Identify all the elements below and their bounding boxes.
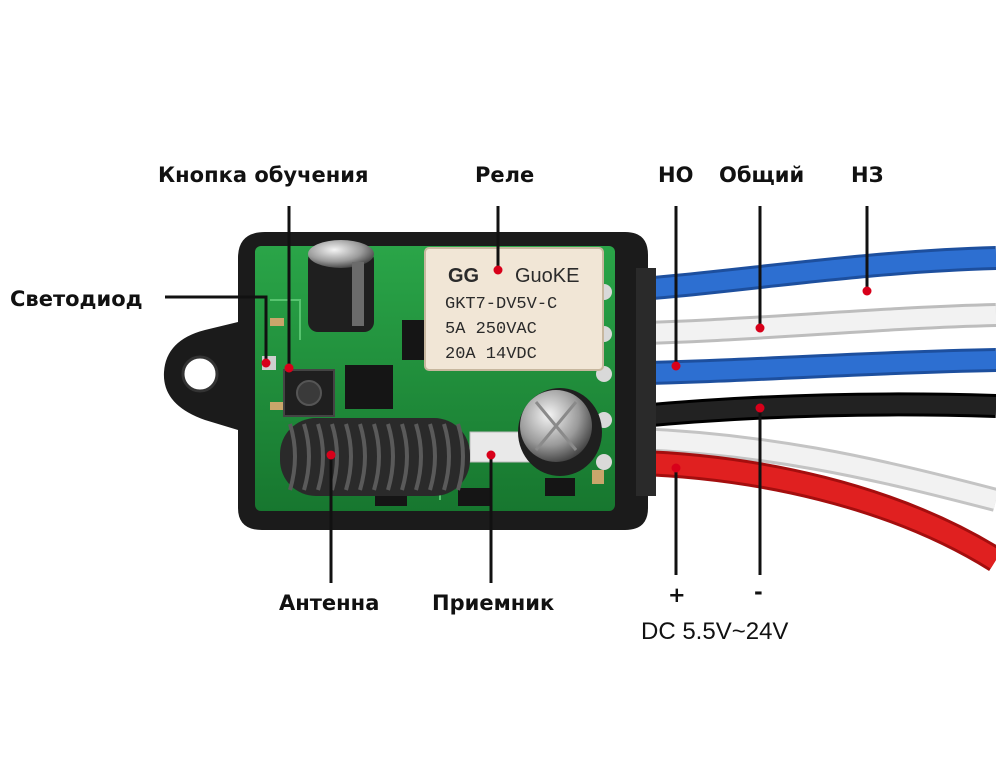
learn-button-component (283, 369, 335, 417)
mounting-hole (181, 355, 219, 393)
coil-winding (428, 423, 437, 491)
coil-winding (386, 423, 395, 491)
coil-winding (358, 423, 367, 491)
coil-winding (456, 423, 465, 491)
relay-brand: GuoKE (515, 265, 579, 287)
label-led: Светодиод (10, 287, 143, 311)
coil-winding (372, 423, 381, 491)
relay-logo: GG (448, 265, 479, 287)
capacitor-bottom (518, 388, 602, 476)
label-minus: - (754, 580, 763, 604)
label-nc: НЗ (851, 163, 884, 187)
relay: GuoKE GG GKT7-DV5V-C 5A 250VAC 20A 14VDC (424, 247, 604, 371)
pointer-minus-dot (755, 403, 765, 413)
pointer-nc-dot (862, 286, 872, 296)
pointer-led-dot (261, 358, 271, 368)
capacitor-top (308, 240, 374, 332)
label-learn-button: Кнопка обучения (158, 163, 369, 187)
label-antenna: Антенна (279, 591, 380, 615)
coil-winding (344, 423, 353, 491)
pointer-antenna-dot (326, 450, 336, 460)
pointer-receiver-dot (486, 450, 496, 460)
label-no: НО (658, 163, 694, 187)
pointer-led-line (165, 295, 268, 363)
coil-winding (302, 423, 311, 491)
coil-winding (400, 423, 409, 491)
coil-winding (288, 423, 297, 491)
coil-winding (330, 423, 339, 491)
coil-winding (316, 423, 325, 491)
relay-rating-ac: 5A 250VAC (445, 320, 537, 339)
label-receiver: Приемник (432, 591, 555, 615)
pointer-learn-button-dot (284, 363, 294, 373)
pointer-common-dot (755, 323, 765, 333)
relay-rating-dc: 20A 14VDC (445, 345, 537, 364)
pointer-relay-dot (493, 265, 503, 275)
coil-winding (414, 423, 423, 491)
pointer-plus-dot (671, 463, 681, 473)
label-plus: + (668, 583, 686, 607)
label-relay: Реле (475, 163, 535, 187)
coil-winding (442, 423, 451, 491)
relay-model: GKT7-DV5V-C (445, 295, 557, 314)
label-power: DC 5.5V~24V (641, 618, 789, 645)
pointer-no-dot (671, 361, 681, 371)
antenna-coil (280, 418, 470, 496)
label-common: Общий (719, 163, 805, 187)
